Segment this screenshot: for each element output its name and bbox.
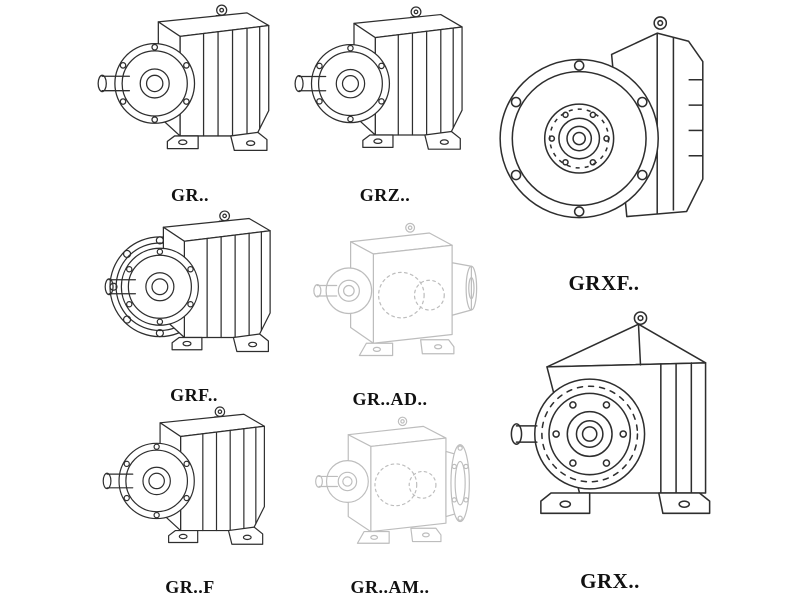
figure-grf: GRF..	[94, 208, 294, 408]
gram-gearbox-drawing	[288, 408, 492, 575]
gearbox-foot-mounted-drawing	[292, 2, 478, 183]
gr-gearbox-drawing	[92, 2, 288, 183]
figure-gr: GR..	[92, 2, 288, 208]
grf-foot-label: GR..F	[165, 577, 215, 597]
grxf-label: GRXF..	[568, 271, 640, 295]
gearbox-foot-mounted-drawing	[90, 404, 290, 575]
figure-grx: GRX..	[488, 300, 732, 596]
figure-gram: GR..AM..	[288, 408, 492, 600]
grad-gearbox-drawing	[288, 212, 492, 387]
grf-foot-gearbox-drawing	[90, 404, 290, 575]
gearbox-output-flange-drawing	[288, 408, 492, 575]
figure-grf-foot: GR..F	[90, 404, 290, 600]
gearbox-input-adapter-drawing	[288, 212, 492, 387]
gearbox-front-flange-drawing	[490, 2, 718, 269]
grad-label: GR..AD..	[352, 389, 428, 409]
figure-grad: GR..AD..	[288, 212, 492, 412]
grx-gearbox-drawing	[488, 300, 732, 567]
grx-label: GRX..	[580, 569, 640, 593]
gearbox-large-foot-mounted-drawing	[488, 300, 732, 567]
grz-label: GRZ..	[359, 185, 411, 205]
figure-grz: GRZ..	[292, 2, 478, 208]
gearbox-side-flange-drawing	[94, 208, 294, 383]
gearbox-foot-mounted-drawing	[92, 2, 288, 183]
grf-gearbox-drawing	[94, 208, 294, 383]
figure-grxf: GRXF..	[490, 2, 718, 298]
gr-label: GR..	[171, 185, 209, 205]
grz-gearbox-drawing	[292, 2, 478, 183]
gram-label: GR..AM..	[350, 577, 430, 597]
grf-label: GRF..	[170, 385, 218, 405]
grxf-gearbox-drawing	[490, 2, 718, 269]
